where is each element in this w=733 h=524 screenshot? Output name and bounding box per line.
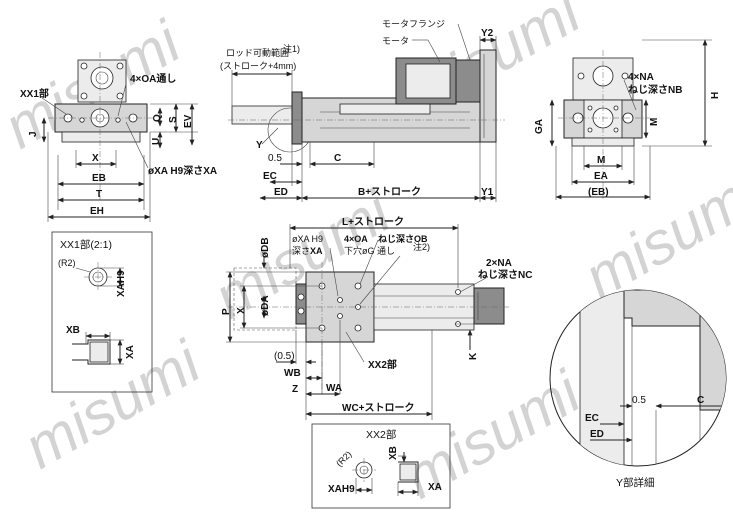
na-label: 4×NA: [628, 72, 654, 83]
dim-K: K: [468, 352, 479, 360]
dim-DB: øDB: [260, 237, 271, 258]
y-half: 0.5: [632, 395, 646, 406]
xx1-xb: XB: [66, 325, 80, 336]
dim-T: T: [96, 189, 102, 200]
dim-half: 0.5: [268, 153, 282, 164]
dim-Y2: Y2: [481, 28, 494, 39]
xx2-xah9: XAH9: [328, 484, 355, 495]
g-label: 下穴øG 通し: [344, 245, 395, 256]
xa-h9-label: øXA H9: [292, 234, 323, 244]
dim-Z: Z: [292, 384, 298, 395]
dim-ED: ED: [274, 187, 288, 198]
xx2-detail: [311, 423, 451, 509]
xa-depth-prefix: 深さ: [292, 246, 310, 256]
oa-thru-label: 4×OA通し: [130, 73, 176, 85]
xx1-label: XX1部: [20, 87, 49, 100]
nc-label: ねじ深さNC: [478, 268, 532, 281]
dim-EC: EC: [263, 171, 277, 182]
xx1-detail: [51, 231, 153, 393]
dim-Q: Q: [152, 114, 163, 122]
xa-hole-label: øXA H9深さXA: [148, 164, 217, 177]
dim-L-stroke: L+ストローク: [342, 216, 404, 228]
dim-U: U: [151, 138, 162, 145]
dim-EB-paren: (EB): [588, 187, 609, 198]
dim-EA: EA: [594, 171, 608, 182]
stroke-plus-label: (ストローク+4mm): [220, 61, 296, 71]
dim-WC-stroke: WC+ストローク: [342, 402, 415, 414]
dim-X-bottom: X: [236, 307, 247, 314]
motor-flange-label: モータフランジ: [382, 19, 445, 29]
dim-GA: GA: [534, 119, 545, 134]
dim-J: J: [28, 131, 39, 137]
xx2-title: XX2部: [366, 428, 396, 441]
g-note: 注2): [413, 241, 430, 252]
y-detail: [549, 289, 727, 467]
y-ed: ED: [590, 429, 604, 440]
xx2-xb: XB: [388, 446, 399, 460]
xx2-xa: XA: [428, 482, 442, 493]
xx2-r2: (R2): [334, 449, 353, 468]
dim-M-bottom: M: [597, 155, 605, 166]
y-detail-title: Y部詳細: [616, 476, 655, 489]
xx1-title: XX1部(2:1): [60, 238, 112, 251]
dim-WB: WB: [284, 368, 301, 379]
front-end-view: [41, 52, 198, 222]
svg-text:misumi: misumi: [13, 327, 212, 481]
dim-EH: EH: [90, 206, 104, 217]
rod-range-note: 注1): [283, 43, 300, 54]
bottom-view: [226, 224, 510, 420]
xx1-xa: XA: [125, 345, 136, 359]
xa-depth: XA: [310, 246, 323, 256]
xx1-xah9: XAH9: [116, 270, 127, 297]
xx1-r2: (R2): [58, 258, 76, 268]
dim-B-stroke: B+ストローク: [358, 186, 421, 198]
y-ec: EC: [585, 413, 599, 424]
oa-label: 4×OA: [344, 234, 368, 244]
dim-DA: øDA: [260, 295, 271, 316]
dim-S: S: [168, 116, 179, 123]
y-c: C: [697, 395, 704, 406]
dim-EV: EV: [183, 114, 194, 128]
na2-label: 2×NA: [486, 258, 512, 269]
dim-Y1: Y1: [481, 187, 494, 198]
nb-label: ねじ深さNB: [628, 83, 682, 96]
side-view: [228, 23, 505, 202]
rear-end-view: [549, 39, 712, 200]
xx2-label: XX2部: [368, 358, 397, 371]
dim-C: C: [334, 153, 341, 164]
ob-label: ねじ深さOB: [378, 233, 428, 244]
rod-range-label: ロッド可動範囲: [226, 47, 289, 58]
dim-EB: EB: [92, 173, 106, 184]
dim-P: P: [221, 308, 232, 315]
dim-half-paren: (0.5): [274, 351, 295, 362]
svg-text:misumi: misumi: [393, 357, 592, 511]
y-mark: Y: [256, 140, 263, 151]
dim-X: X: [92, 153, 99, 164]
dim-H: H: [710, 92, 721, 99]
dim-WA: WA: [326, 383, 342, 394]
motor-label: モータ: [382, 36, 409, 46]
dim-M: M: [649, 118, 660, 126]
